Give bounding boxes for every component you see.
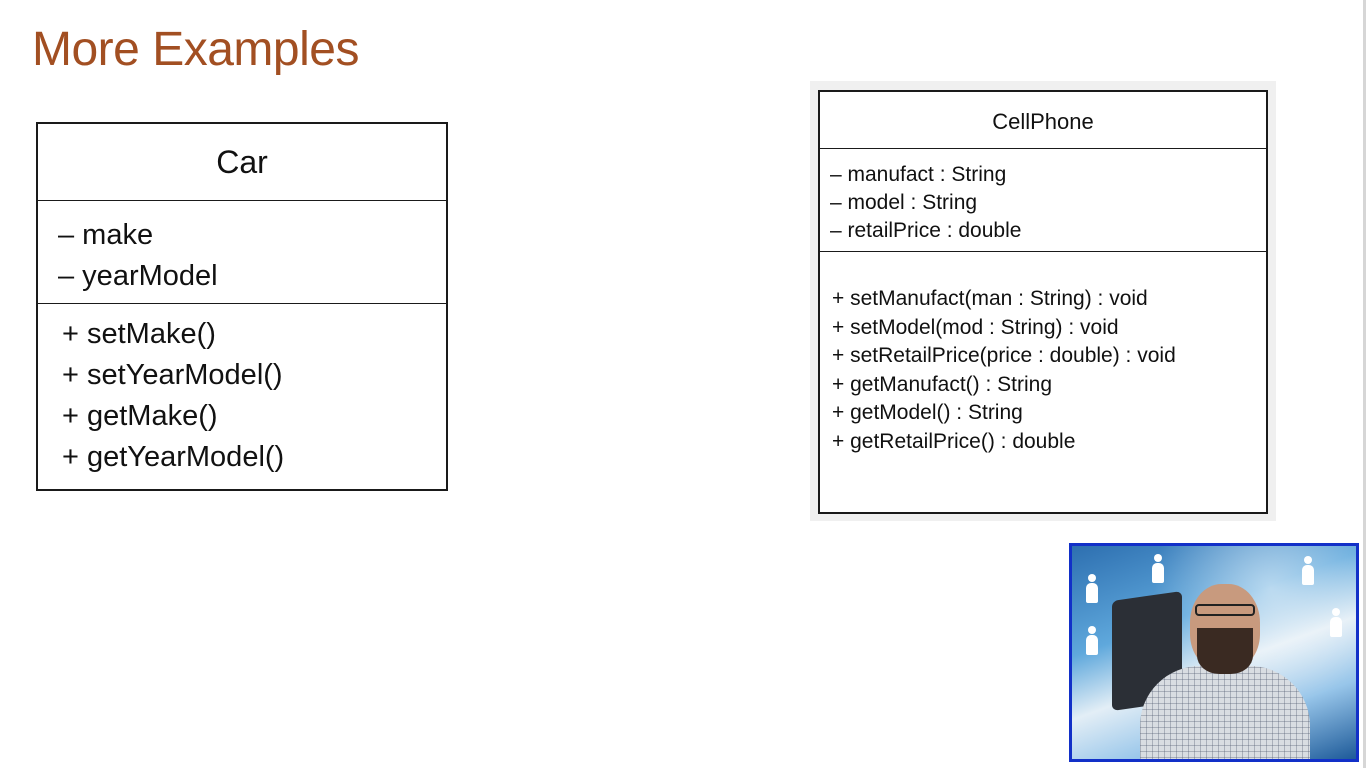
car-attributes: – make – yearModel [38, 201, 446, 304]
cellphone-method: + setRetailPrice(price : double) : void [832, 344, 1176, 367]
presenter-beard [1197, 628, 1253, 674]
person-icon [1302, 556, 1314, 586]
car-method: + setMake() [62, 318, 216, 350]
presenter-glasses [1195, 604, 1255, 616]
car-attribute: – make [58, 219, 154, 251]
cellphone-method: + getRetailPrice() : double [832, 429, 1076, 453]
person-icon [1330, 608, 1342, 638]
presenter-webcam [1069, 543, 1359, 762]
presenter-body [1140, 666, 1310, 759]
cellphone-class-name: CellPhone [820, 92, 1266, 149]
person-icon [1086, 626, 1098, 656]
car-method: + setYearModel() [62, 359, 283, 391]
person-icon [1152, 554, 1164, 584]
car-class-diagram: Car – make – yearModel + setMake() + set… [36, 122, 448, 491]
cellphone-attribute: – model : String [830, 191, 978, 214]
person-icon [1086, 574, 1098, 604]
car-method: + getYearModel() [62, 441, 285, 473]
cellphone-class-diagram: CellPhone – manufact : String – model : … [818, 90, 1268, 514]
car-method: + getMake() [62, 400, 218, 432]
car-methods: + setMake() + setYearModel() + getMake()… [38, 304, 446, 478]
slide-title: More Examples [32, 23, 359, 76]
slide-edge [1363, 0, 1366, 768]
cellphone-method: + getModel() : String [832, 401, 1023, 424]
cellphone-attributes: – manufact : String – model : String – r… [820, 149, 1266, 252]
cellphone-methods: + setManufact(man : String) : void + set… [820, 252, 1266, 456]
cellphone-method: + setManufact(man : String) : void [832, 287, 1148, 310]
cellphone-attribute: – manufact : String [830, 163, 1007, 186]
cellphone-attribute: – retailPrice : double [830, 219, 1022, 242]
car-attribute: – yearModel [58, 260, 218, 292]
cellphone-method: + setModel(mod : String) : void [832, 315, 1119, 339]
cellphone-method: + getManufact() : String [832, 372, 1053, 396]
car-class-name: Car [38, 124, 446, 201]
